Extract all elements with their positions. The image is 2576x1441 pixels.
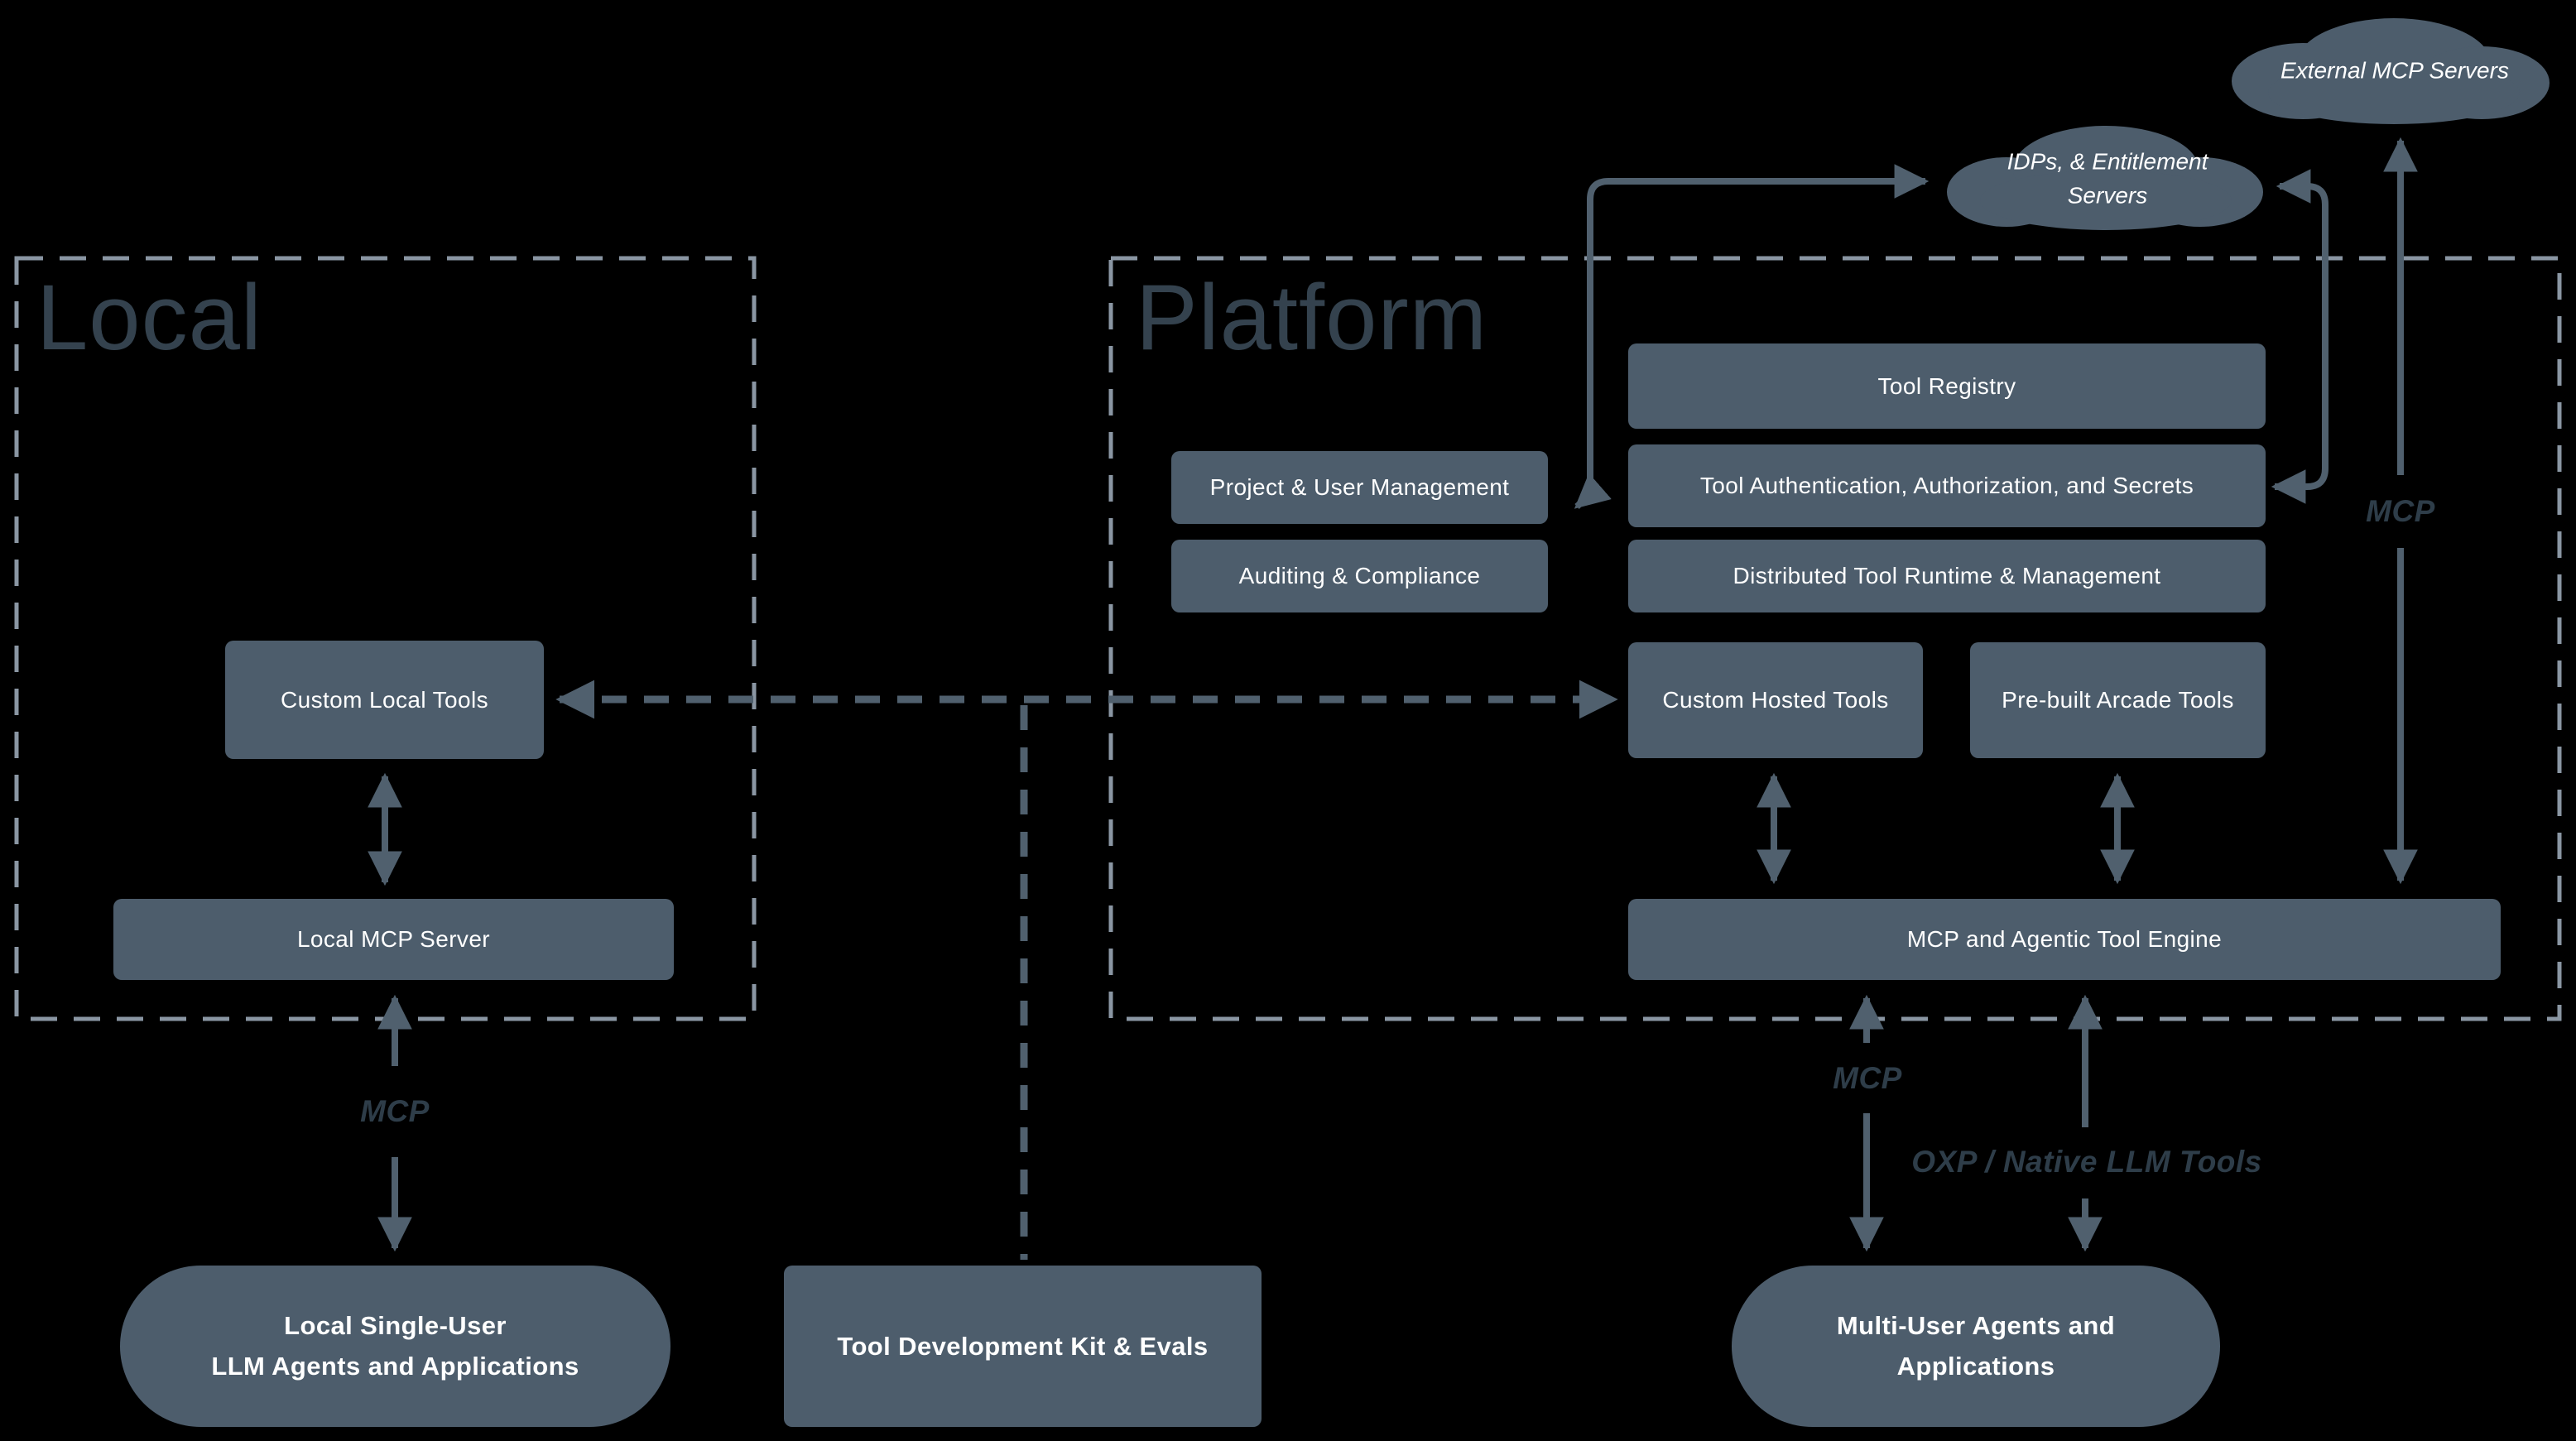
box-label: Tool Development Kit & Evals <box>837 1331 1209 1361</box>
pill-label-line2: Applications <box>1896 1351 2055 1381</box>
box-tool-authentication: Tool Authentication, Authorization, and … <box>1628 444 2266 527</box>
external-mcp-servers-label: External MCP Servers <box>2280 57 2509 84</box>
idp-entitlement-label: IDPs, & Entitlement Servers <box>2007 145 2208 212</box>
edge-label-oxp-native-llm-tools: OXP / Native LLM Tools <box>1911 1145 2262 1179</box>
box-label: Local MCP Server <box>296 926 491 953</box>
platform-region-border <box>1108 256 2562 1021</box>
box-label: Auditing & Compliance <box>1238 563 1481 589</box>
pill-local-single-user-agents: Local Single-User LLM Agents and Applica… <box>120 1266 670 1427</box>
box-label: Distributed Tool Runtime & Management <box>1733 563 2161 589</box>
external-mcp-servers-cloud <box>2232 18 2550 124</box>
box-label: MCP and Agentic Tool Engine <box>1906 926 2223 953</box>
idp-entitlement-cloud <box>1947 126 2263 230</box>
box-distributed-tool-runtime: Distributed Tool Runtime & Management <box>1628 540 2266 612</box>
platform-region-title: Platform <box>1136 266 1487 369</box>
box-prebuilt-arcade-tools: Pre-built Arcade Tools <box>1970 642 2266 758</box>
pill-label-line1: Multi-User Agents and <box>1836 1311 2116 1341</box>
connector-project-mgmt-to-idp-cloud <box>1574 164 1930 510</box>
box-custom-hosted-tools: Custom Hosted Tools <box>1628 642 1923 758</box>
connector-tool-auth-to-idp-cloud <box>2271 169 2328 504</box>
box-label: Project & User Management <box>1209 474 1510 501</box>
edge-label-engine-mcp: MCP <box>1833 1061 1902 1095</box>
box-label: Tool Authentication, Authorization, and … <box>1699 473 2194 499</box>
box-tool-registry: Tool Registry <box>1628 343 2266 429</box>
idp-label-line2: Servers <box>2067 182 2148 208</box>
idp-label-line1: IDPs, & Entitlement <box>2006 148 2208 175</box>
box-label: Custom Hosted Tools <box>1662 687 1889 713</box>
box-tool-development-kit: Tool Development Kit & Evals <box>784 1266 1262 1427</box>
box-label: Custom Local Tools <box>280 686 489 713</box>
pill-multi-user-agents: Multi-User Agents and Applications <box>1732 1266 2220 1427</box>
pill-label-line1: Local Single-User <box>284 1311 507 1341</box>
box-project-user-management: Project & User Management <box>1171 451 1548 524</box>
edge-label-external-mcp: MCP <box>2366 494 2435 528</box>
box-auditing-compliance: Auditing & Compliance <box>1171 540 1548 612</box>
box-label: Tool Registry <box>1877 372 2016 399</box>
pill-label-line2: LLM Agents and Applications <box>211 1351 579 1381</box>
box-custom-local-tools: Custom Local Tools <box>225 641 544 759</box>
edge-label-local-mcp: MCP <box>360 1094 430 1128</box>
box-label: Pre-built Arcade Tools <box>2002 687 2234 713</box>
box-local-mcp-server: Local MCP Server <box>113 899 674 980</box>
local-region-title: Local <box>36 266 262 369</box>
box-mcp-agentic-tool-engine: MCP and Agentic Tool Engine <box>1628 899 2501 980</box>
